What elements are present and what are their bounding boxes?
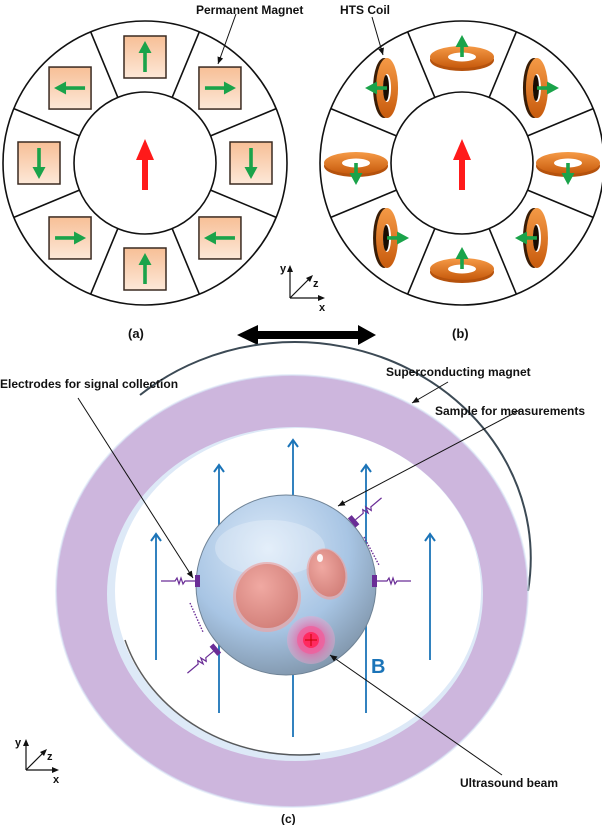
coil-arrow-left <box>365 81 388 95</box>
leader-line-hts-coil <box>371 16 384 56</box>
segment-divider <box>171 228 201 295</box>
caption-b: (b) <box>452 326 469 341</box>
magnet-arrow-down <box>244 148 258 179</box>
segment-divider <box>330 107 397 137</box>
segment-divider <box>13 107 80 137</box>
sample-label: Sample for measurements <box>435 404 585 418</box>
field-line <box>150 532 162 660</box>
hts-coils <box>324 35 600 283</box>
segment-divider <box>406 228 436 295</box>
leader-electrodes <box>77 397 194 579</box>
axis-triad-bottom: y z x <box>15 737 60 786</box>
hts-coil-right <box>522 58 559 119</box>
hts-coil-down <box>324 152 388 185</box>
center-field-arrow-b <box>453 139 471 190</box>
panel-b-hts-coil-array: HTS Coil (b) <box>319 3 602 341</box>
magnet-block-down <box>17 141 61 185</box>
axis-x-label-bottom: x <box>53 774 60 786</box>
coil-arrow-up <box>455 247 469 269</box>
magnet-arrow-left <box>54 81 86 95</box>
segment-divider <box>89 228 119 295</box>
leader-ultrasound <box>329 654 503 776</box>
axis-z-label-top: z <box>313 278 319 290</box>
hts-coil-down <box>536 152 600 185</box>
leader-superconducting-magnet <box>411 381 449 404</box>
field-line <box>424 532 436 660</box>
field-label-b: B <box>371 656 385 678</box>
inclusion-small <box>306 548 348 600</box>
magnet-block-left <box>48 66 92 110</box>
magnet-arrow-down <box>32 148 46 179</box>
double-arrow <box>237 325 376 345</box>
segment-divider <box>171 31 201 98</box>
segment-divider <box>89 31 119 98</box>
segment-divider <box>210 107 277 137</box>
coil-arrow-up <box>455 35 469 57</box>
segment-dividers-b <box>330 31 594 295</box>
caption-a: (a) <box>128 326 144 341</box>
segment-divider <box>13 189 80 219</box>
axis-x-label-top: x <box>319 302 326 314</box>
hts-coil-left <box>365 58 399 119</box>
segment-divider <box>406 31 436 98</box>
magnet-arrow-up <box>138 41 152 72</box>
center-field-arrow-a <box>136 139 154 190</box>
magnet-block-up <box>123 35 167 79</box>
leader-line-permanent-magnet <box>217 13 237 65</box>
ultrasound-focus <box>287 616 335 664</box>
panel-a-permanent-magnet-array: Permanent Magnet (a) <box>2 3 303 341</box>
electrodes <box>161 497 411 674</box>
magnet-arrow-up <box>138 253 152 284</box>
segment-divider <box>488 31 518 98</box>
coil-arrow-down <box>561 163 575 185</box>
magnet-arrow-right <box>55 231 87 245</box>
axis-z-label-bottom: z <box>47 751 53 763</box>
coil-arrow-down <box>349 163 363 185</box>
ring-edge-shadow <box>139 341 532 592</box>
magnet-block-right <box>198 66 242 110</box>
segment-divider <box>527 107 594 137</box>
segment-divider <box>330 189 397 219</box>
electrode-dots <box>363 536 380 566</box>
superconducting-magnet-label: Superconducting magnet <box>386 365 531 379</box>
magnet-block-left <box>198 216 242 260</box>
magnet-block-down <box>229 141 273 185</box>
segment-divider <box>527 189 594 219</box>
caption-c: (c) <box>281 812 296 825</box>
electrode-dots <box>189 602 204 633</box>
segment-dividers-a <box>13 31 277 295</box>
electrode <box>372 575 411 587</box>
electrode <box>161 575 200 587</box>
magnet-block-right <box>48 216 92 260</box>
magnet-arrow-left <box>203 231 235 245</box>
inclusion-large <box>233 562 301 632</box>
ultrasound-label: Ultrasound beam <box>460 776 558 790</box>
segment-divider <box>210 189 277 219</box>
magnet-block-up <box>123 247 167 291</box>
permanent-magnet-label: Permanent Magnet <box>196 3 303 17</box>
hts-coil-right <box>373 207 410 268</box>
electrode <box>187 643 222 674</box>
axis-y-label-bottom: y <box>15 737 22 749</box>
coil-arrow-right <box>536 81 559 95</box>
magnet-arrow-right <box>204 81 236 95</box>
electrode <box>347 497 382 528</box>
hts-coil-left <box>514 207 548 268</box>
hts-coil-label: HTS Coil <box>340 3 390 17</box>
axis-y-label-top: y <box>280 263 287 275</box>
panel-c-superconducting-setup: B Electrodes for signal collection Super… <box>0 341 585 825</box>
electrodes-label: Electrodes for signal collection <box>0 377 178 391</box>
segment-divider <box>488 228 518 295</box>
leader-sample <box>337 409 521 507</box>
hts-coil-up <box>430 35 494 71</box>
coil-arrow-left <box>514 231 537 245</box>
coil-arrow-right <box>387 231 410 245</box>
magnet-blocks <box>17 35 273 291</box>
hts-coil-up <box>430 247 494 283</box>
axis-triad-top: y z x <box>280 263 326 314</box>
